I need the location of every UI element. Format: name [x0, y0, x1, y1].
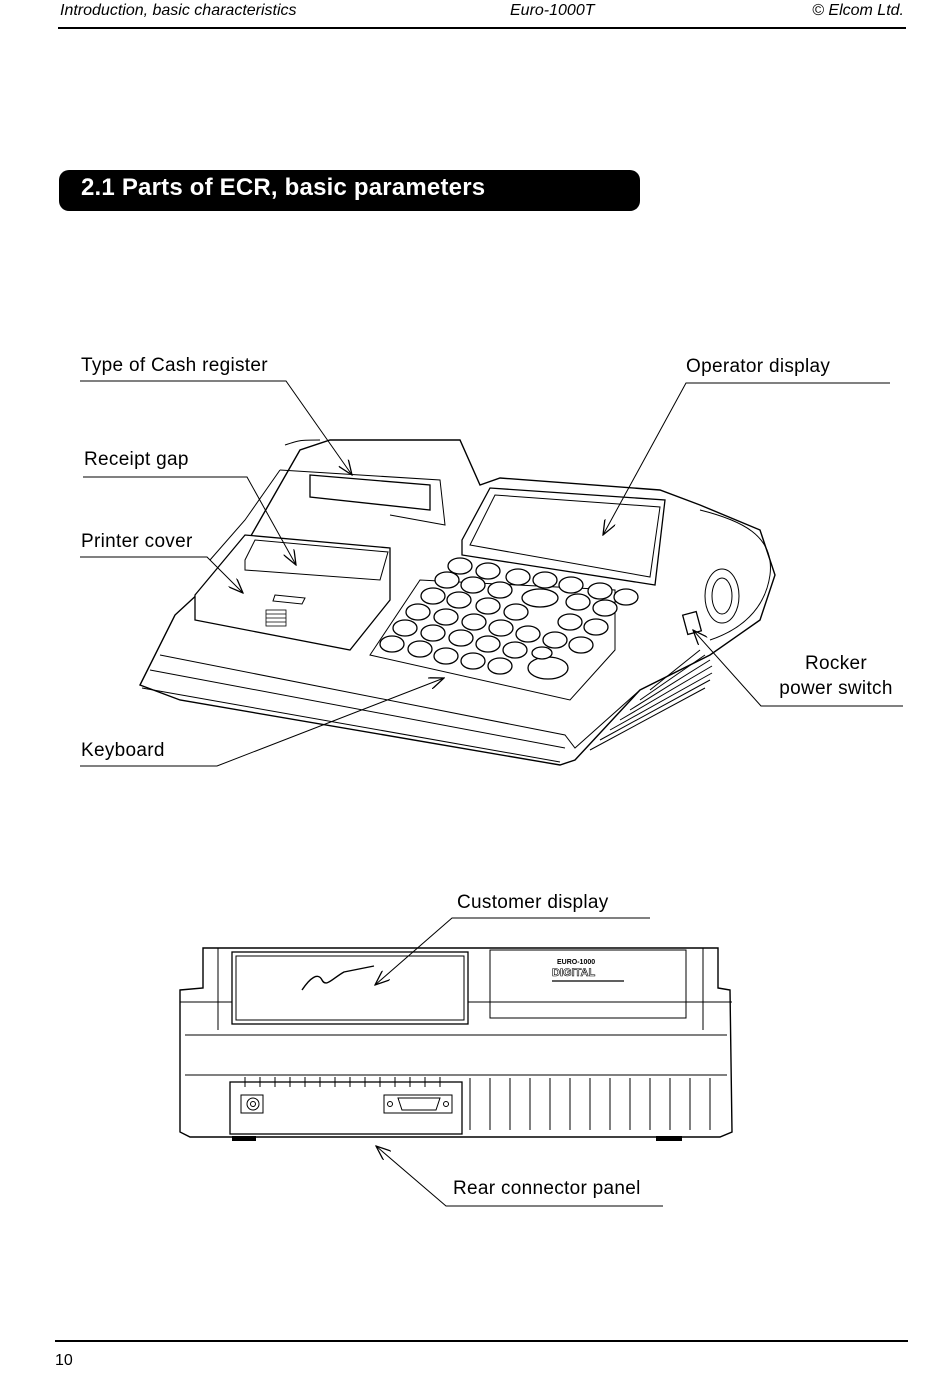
rear-connector-panel	[230, 1082, 462, 1134]
label-receipt-gap: Receipt gap	[84, 449, 189, 471]
label-rocker-line1: Rocker	[768, 653, 904, 675]
label-type-of-cash-register: Type of Cash register	[81, 355, 268, 377]
brand-variant-text: DIGITAL	[552, 967, 595, 979]
customer-display-window	[232, 952, 468, 1024]
label-rocker-power-switch: Rocker power switch	[768, 653, 904, 700]
page-number: 10	[55, 1352, 73, 1370]
cash-register-rear-drawing: EURO-1000 DIGITAL	[180, 948, 732, 1141]
cash-register-perspective-drawing	[140, 440, 775, 765]
label-printer-cover: Printer cover	[81, 531, 193, 553]
rear-vents	[470, 1078, 710, 1130]
left-foot	[232, 1136, 256, 1141]
right-foot	[656, 1136, 682, 1141]
label-keyboard: Keyboard	[81, 740, 165, 762]
label-rocker-line2: power switch	[768, 678, 904, 700]
label-rear-connector-panel: Rear connector panel	[453, 1178, 641, 1200]
footer-rule	[55, 1340, 908, 1342]
label-customer-display: Customer display	[457, 892, 609, 914]
side-vents	[590, 650, 712, 750]
brand-model-text: EURO-1000	[557, 959, 595, 966]
label-operator-display: Operator display	[686, 356, 830, 378]
